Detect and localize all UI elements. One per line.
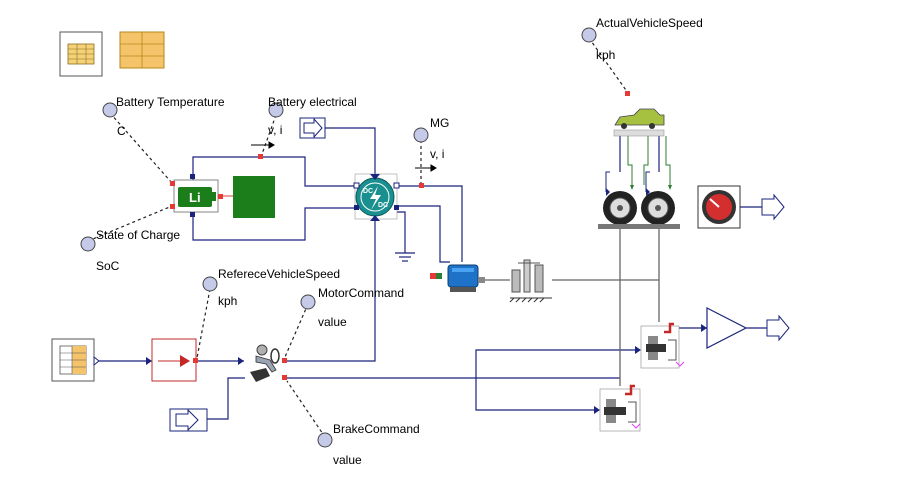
- flow-arrows: [251, 141, 437, 172]
- node-reference-speed[interactable]: [202, 276, 218, 292]
- node-battery-electrical[interactable]: [268, 102, 284, 118]
- wire-input-to-driver[interactable]: [207, 377, 246, 420]
- wire-battery-pos-top[interactable]: [192, 156, 360, 187]
- wire-battery-electrical-input[interactable]: [325, 127, 376, 177]
- electrical-wires: [98, 127, 767, 420]
- brake-lower[interactable]: [594, 384, 641, 432]
- battery-cell-text: Li: [189, 190, 201, 205]
- table-icon-2[interactable]: [119, 31, 165, 69]
- dashed-signal-lines: [87, 37, 629, 438]
- vehicle-green-wires: [627, 136, 671, 185]
- wheel-right[interactable]: [641, 191, 675, 225]
- wire-battery-neg-bottom[interactable]: [192, 207, 360, 241]
- label-mg-unit: v, i: [430, 147, 444, 161]
- label-reference-speed: RefereceVehicleSpeed: [218, 267, 340, 281]
- label-battery-temperature-unit: C: [117, 124, 126, 138]
- node-actual-vehicle-speed[interactable]: [581, 27, 597, 43]
- node-state-of-charge[interactable]: [80, 236, 96, 252]
- node-brake-command[interactable]: [317, 432, 333, 448]
- label-actual-vehicle-speed-unit: kph: [596, 48, 615, 62]
- motor-generator[interactable]: [430, 264, 485, 292]
- label-mg: MG: [430, 116, 449, 130]
- speed-output-connector[interactable]: [761, 193, 785, 221]
- label-motor-command: MotorCommand: [318, 286, 404, 300]
- wire-motorcommand-dcdc[interactable]: [287, 221, 376, 362]
- road-surface: [598, 224, 680, 229]
- wire-brake-upper[interactable]: [475, 349, 635, 378]
- battery-sensor-port: [258, 154, 263, 159]
- dcdc-converter[interactable]: DC DC: [353, 173, 400, 221]
- label-brake-command-unit: value: [333, 453, 362, 467]
- label-battery-electrical-unit: v, i: [268, 123, 282, 137]
- label-reference-speed-unit: kph: [218, 294, 237, 308]
- mechanical-shafts: [484, 226, 660, 386]
- driver-input-icon[interactable]: [169, 408, 208, 432]
- signal-nodes: [80, 27, 597, 448]
- node-battery-temperature[interactable]: [102, 102, 118, 118]
- arrow-into-driver: [238, 357, 244, 365]
- speed-conversion-block[interactable]: [151, 338, 198, 382]
- battery-electrical-input[interactable]: [299, 117, 326, 139]
- mg-sensor-port: [419, 183, 424, 188]
- driver-block[interactable]: [245, 344, 287, 384]
- brake-upper[interactable]: [635, 322, 685, 369]
- wire-dcdc-mg-pos[interactable]: [397, 185, 463, 262]
- label-brake-command: BrakeCommand: [333, 422, 420, 436]
- arrow-into-pi: [146, 357, 152, 365]
- clutch-gearbox[interactable]: [509, 259, 552, 303]
- label-state-of-charge-unit: SoC: [96, 259, 120, 273]
- battery-block[interactable]: Li: [170, 174, 223, 217]
- dcdc-text-bottom: DC: [378, 202, 388, 209]
- lightning-icon: [370, 186, 381, 210]
- ground-symbol: [395, 252, 415, 262]
- node-mg[interactable]: [413, 127, 429, 143]
- gain-output-connector[interactable]: [766, 314, 790, 342]
- dcdc-text-top: DC: [363, 188, 373, 195]
- wheel-left[interactable]: [603, 191, 637, 225]
- thermal-mass-block[interactable]: [223, 176, 275, 218]
- wire-dcdc-mg-neg[interactable]: [397, 205, 450, 263]
- wheel-input-arrows: [606, 185, 672, 196]
- speed-reference-table[interactable]: [51, 338, 100, 382]
- label-state-of-charge: State of Charge: [96, 228, 180, 242]
- wire-dcdc-ground[interactable]: [397, 211, 406, 253]
- gain-block[interactable]: [701, 307, 748, 349]
- vehicle-speed-port: [625, 91, 630, 96]
- table-icon-1[interactable]: [59, 31, 103, 77]
- wire-brake-lower[interactable]: [475, 378, 594, 411]
- label-motor-command-unit: value: [318, 315, 347, 329]
- speed-gauge[interactable]: [697, 185, 741, 229]
- label-battery-electrical: Battery electrical: [268, 95, 357, 109]
- label-actual-vehicle-speed: ActualVehicleSpeed: [596, 16, 703, 30]
- node-motor-command[interactable]: [300, 294, 316, 310]
- vehicle-body[interactable]: [612, 104, 665, 137]
- label-battery-temperature: Battery Temperature: [116, 95, 225, 109]
